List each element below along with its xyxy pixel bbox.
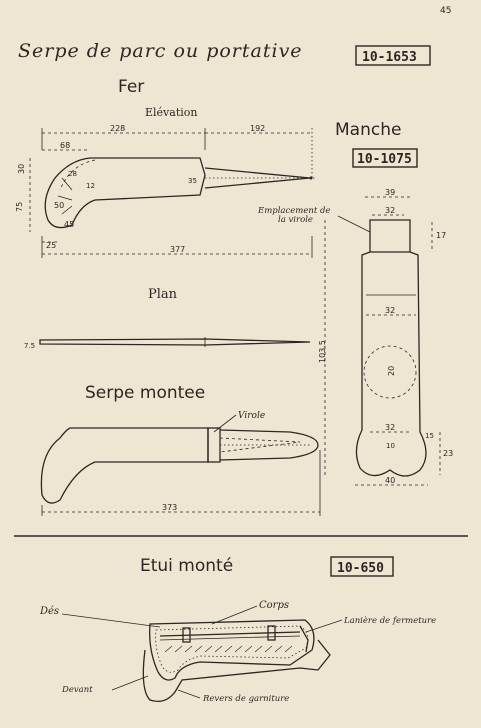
dim-228: 228 (110, 124, 125, 133)
serpe-montee-label: Serpe montee (85, 383, 205, 403)
fer-plan-drawing: 7.5 (24, 337, 311, 350)
manche-dim-32-mid: 32 (385, 306, 395, 315)
manche-dim-32-top: 32 (385, 206, 395, 215)
etui-drawing: Dés Corps Lanière de fermeture Devant Re… (39, 600, 436, 704)
fer-elevation-drawing: 228 192 68 30 75 28 12 50 45 35 25 377 (15, 124, 316, 258)
callout-revers: Revers de garniture (202, 694, 289, 704)
dim-35: 35 (188, 177, 197, 185)
manche-dim-15: 15 (425, 432, 434, 440)
dim-68: 68 (60, 141, 70, 150)
callout-corps: Corps (259, 600, 289, 611)
title-ref-box (355, 45, 431, 66)
dim-192: 192 (250, 124, 265, 133)
callout-devant: Devant (61, 685, 93, 695)
manche-note-line1: Emplacement de (257, 206, 330, 216)
etui-label: Etui monté (140, 556, 233, 576)
fer-label: Fer (118, 77, 144, 97)
manche-dim-20: 20 (387, 366, 396, 376)
serpe-montee-drawing: Virole 373 (40, 411, 321, 516)
dim-30: 30 (17, 164, 26, 174)
manche-ref-box (352, 148, 418, 168)
manche-dim-17: 17 (436, 231, 446, 240)
manche-label: Manche (335, 120, 401, 140)
manche-note-line2: la virole (278, 215, 313, 225)
manche-drawing: Emplacement de la virole 39 32 17 32 20 … (257, 188, 453, 486)
page-number: 45 (440, 6, 451, 16)
virole-label: Virole (238, 411, 265, 421)
manche-dim-32-bot: 32 (385, 423, 395, 432)
etui-ref-box (330, 556, 394, 577)
dim-377: 377 (170, 245, 185, 254)
callout-laniere: Lanière de fermeture (343, 615, 436, 626)
plan-label: Plan (148, 287, 178, 302)
dim-50: 50 (54, 201, 64, 210)
title: Serpe de parc ou portative (18, 40, 303, 62)
manche-ref: 10-1075 (357, 152, 412, 167)
manche-dim-40: 40 (385, 476, 395, 485)
manche-dim-23: 23 (443, 449, 453, 458)
elevation-label: Elévation (145, 106, 197, 119)
callout-des: Dés (39, 606, 59, 617)
dim-75: 75 (15, 202, 24, 212)
dim-blade-28: 28 (68, 170, 77, 178)
manche-dim-39: 39 (385, 188, 395, 197)
etui-ref: 10-650 (337, 561, 384, 576)
manche-dim-103: 103.5 (318, 340, 327, 363)
title-ref: 10-1653 (362, 50, 417, 65)
dim-373: 373 (162, 503, 177, 512)
dim-25: 25 (46, 241, 56, 250)
dim-plan-75: 7.5 (24, 342, 35, 350)
dim-45: 45 (64, 220, 74, 229)
dim-blade-12: 12 (86, 182, 95, 190)
manche-dim-10: 10 (386, 442, 395, 450)
